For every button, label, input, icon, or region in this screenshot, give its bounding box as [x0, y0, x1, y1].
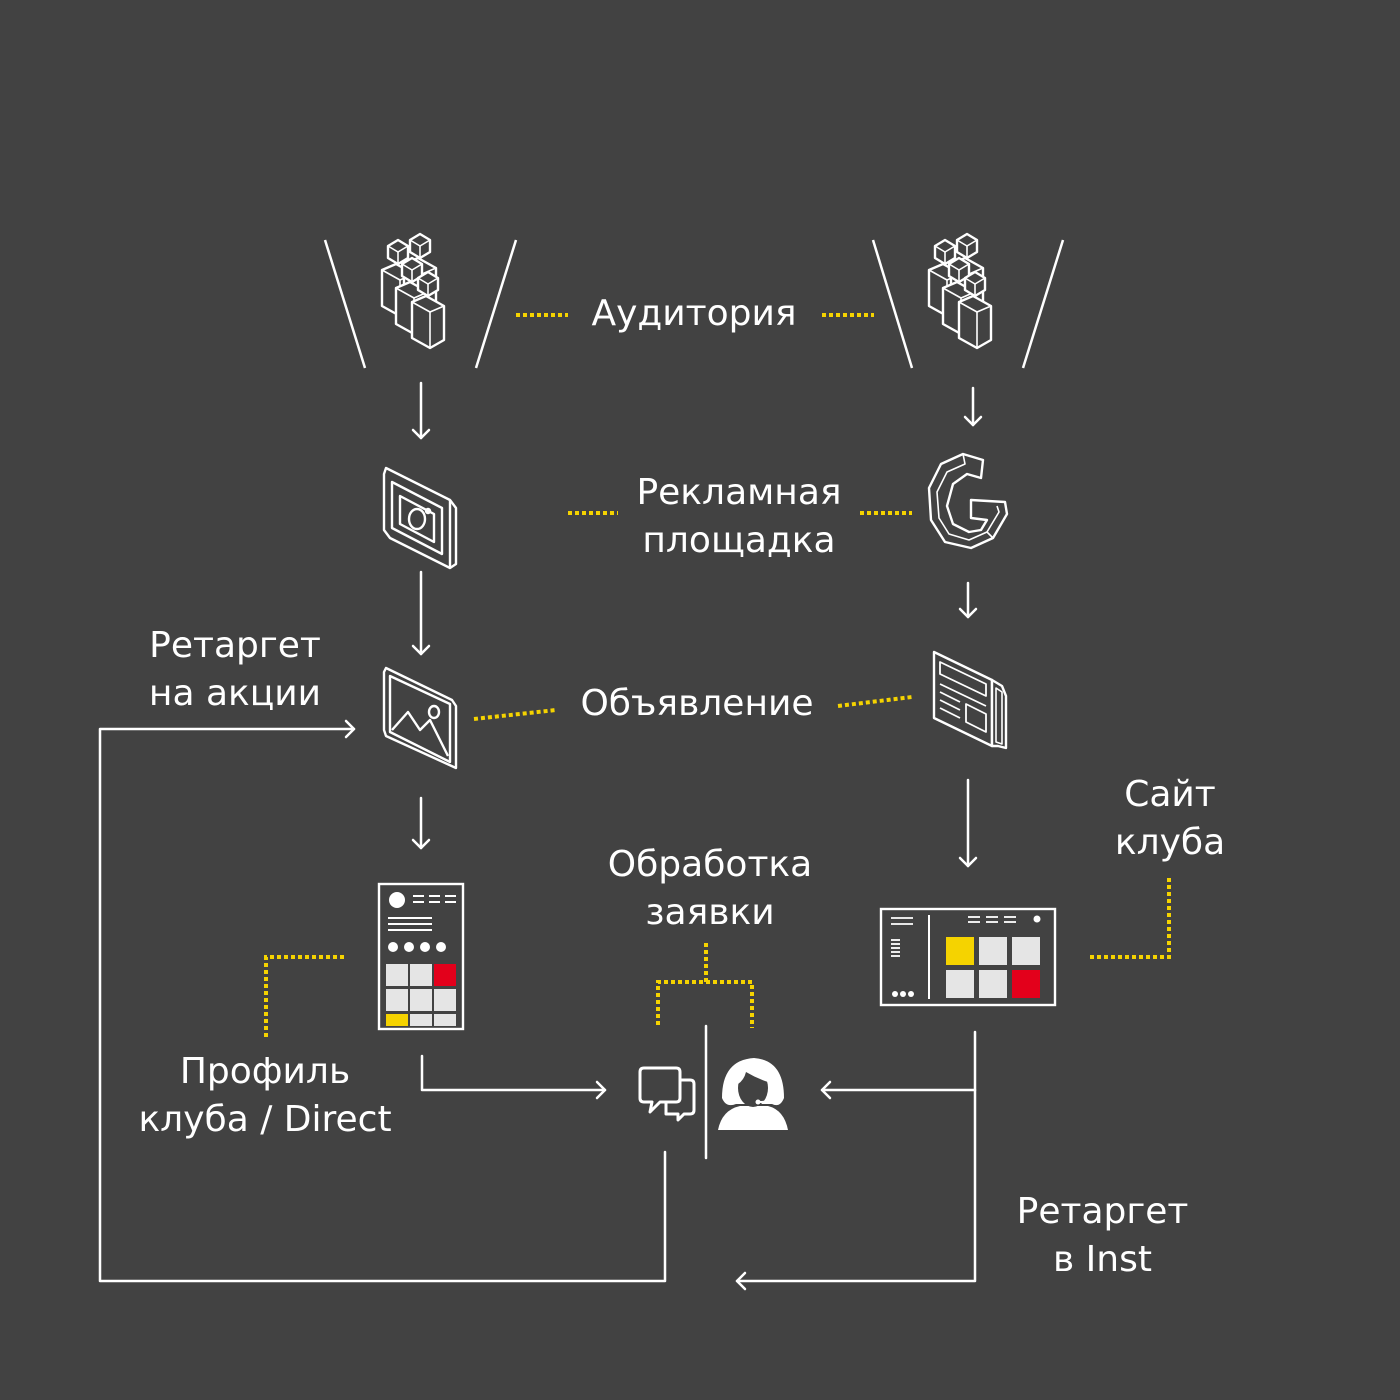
retarget-promo-label-line2: на акции	[148, 673, 322, 714]
retarget-inst-label: Ретаргет в Inst	[995, 1188, 1210, 1284]
ad-platform-label-line2: площадка	[642, 520, 836, 561]
club-profile-label-line1: Профиль	[179, 1051, 351, 1092]
audience-funnel-right	[871, 234, 1065, 369]
instagram-icon	[382, 466, 458, 570]
ad-label-text: Объявление	[580, 683, 814, 724]
flow-arrows	[98, 381, 983, 1291]
audience-funnel-left	[323, 234, 518, 369]
audience-label: Аудитория	[575, 290, 813, 338]
audience-label-text: Аудитория	[591, 293, 797, 334]
club-site-label-line2: клуба	[1114, 822, 1226, 863]
website-icon	[879, 907, 1057, 1007]
club-site-label: Сайт клуба	[1085, 771, 1255, 867]
operator-headset-icon	[718, 1058, 788, 1130]
request-processing-label: Обработка заявки	[585, 841, 835, 937]
chat-icon	[638, 1066, 696, 1122]
profile-page-icon	[377, 882, 465, 1031]
audience-group-icon	[382, 234, 444, 348]
google-icon	[927, 452, 1009, 550]
retarget-promo-label-line1: Ретаргет	[149, 625, 321, 666]
club-profile-label-line2: клуба / Direct	[138, 1099, 392, 1140]
dotted-connectors	[264, 313, 1171, 1038]
audience-group-icon	[929, 234, 991, 348]
ad-platform-label-line1: Рекламная	[636, 472, 842, 513]
request-processing-label-line2: заявки	[645, 892, 775, 933]
ad-label: Объявление	[562, 680, 832, 728]
request-processing-label-line1: Обработка	[607, 844, 813, 885]
retarget-inst-label-line2: в Inst	[1053, 1239, 1152, 1280]
club-site-label-line1: Сайт	[1124, 774, 1216, 815]
retarget-inst-label-line1: Ретаргет	[1016, 1191, 1189, 1232]
ad-platform-label: Рекламная площадка	[616, 469, 862, 565]
retarget-promo-label: Ретаргет на акции	[125, 622, 345, 718]
article-ad-icon	[932, 650, 1008, 750]
image-ad-icon	[382, 666, 458, 770]
club-profile-label: Профиль клуба / Direct	[110, 1048, 420, 1144]
